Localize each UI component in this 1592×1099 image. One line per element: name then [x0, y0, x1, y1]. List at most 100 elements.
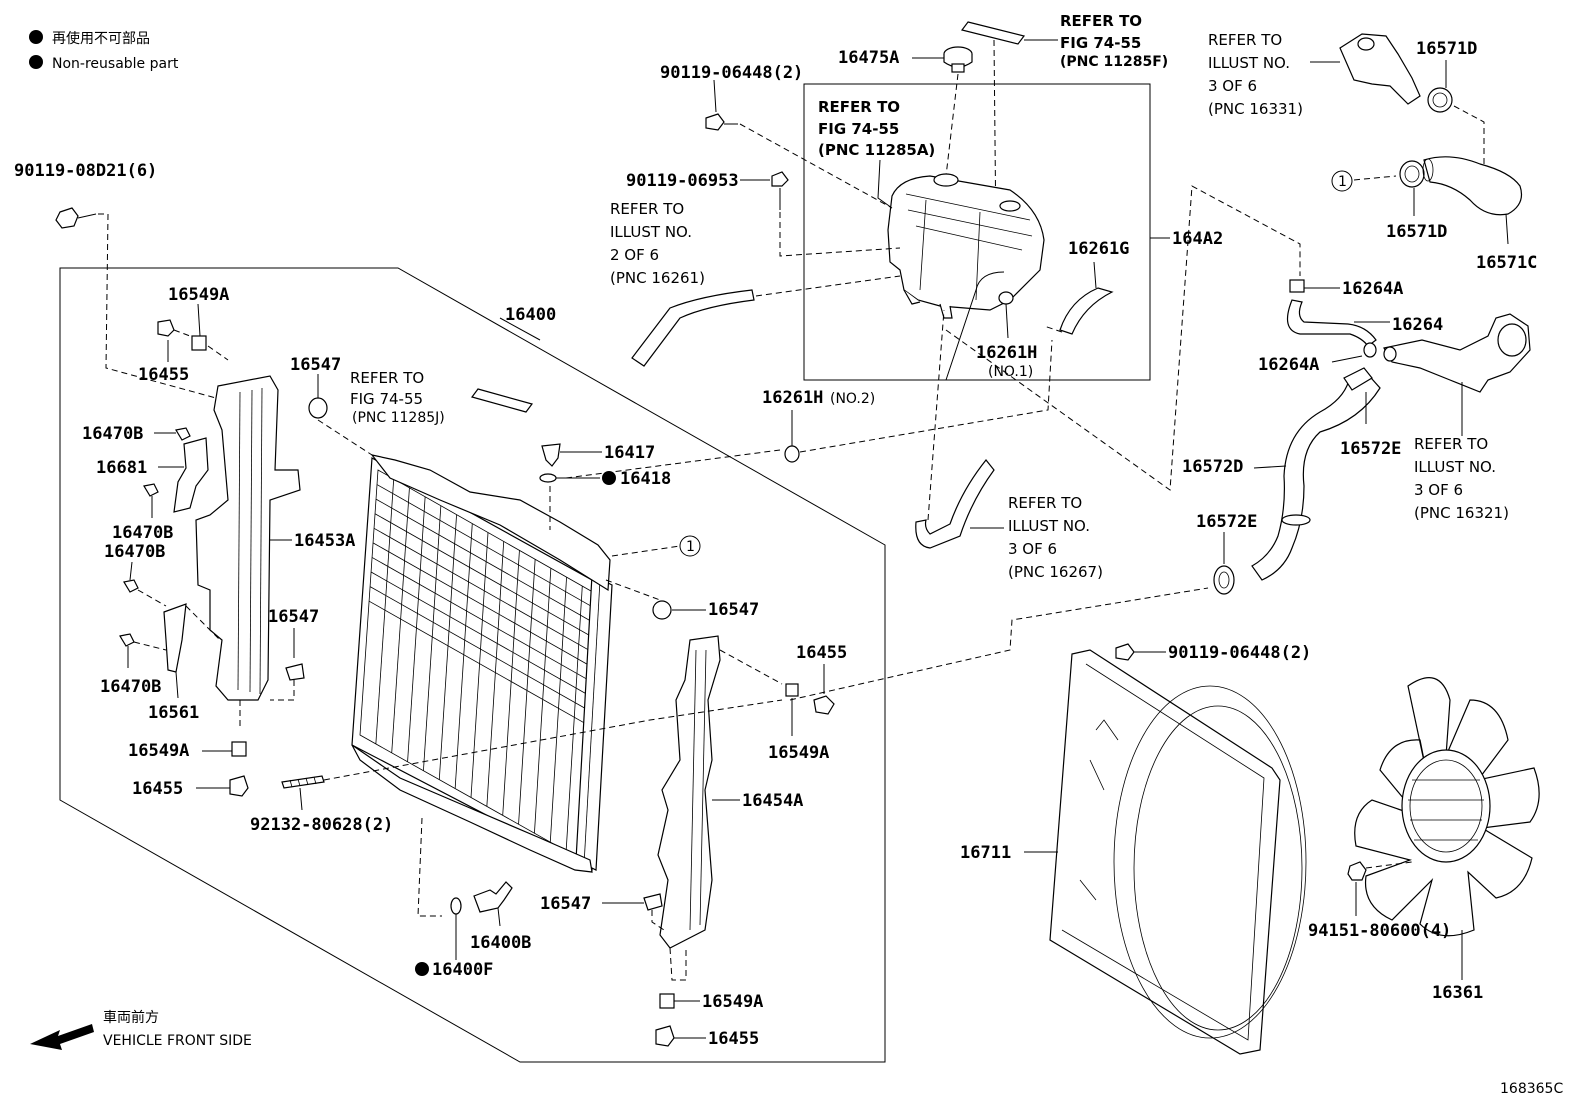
reservoir-hose-16267 [915, 459, 995, 549]
label-16400B: 16400B [470, 933, 531, 953]
label-16572E-b: 16572E [1196, 512, 1257, 532]
svg-text:REFER TO: REFER TO [610, 200, 684, 218]
nut-94151-80600 [1347, 861, 1367, 881]
hose-clamp-16572E [1281, 514, 1311, 526]
radiator-core [351, 454, 613, 873]
svg-text:(PNC 11285J): (PNC 11285J) [352, 410, 445, 426]
label-164A2: 164A2 [1172, 229, 1223, 249]
gasket-16418 [539, 473, 557, 483]
bolt-16455 [229, 775, 249, 797]
ref-sticker-icon [470, 388, 534, 413]
reservoir-cap-16475A [943, 46, 973, 73]
cushion-16547 [285, 663, 305, 681]
seal-16681 [173, 437, 209, 513]
label-16453A: 16453A [294, 531, 355, 551]
hose-clip-16264A [1289, 279, 1305, 293]
svg-text:ILLUST NO.: ILLUST NO. [1208, 54, 1290, 72]
grommet-16549A [231, 741, 247, 757]
non-reusable-dot-icon [29, 30, 43, 44]
hose-clamp-16571D [1427, 87, 1453, 113]
ref-fig-11285A: REFER TO FIG 74-55 (PNC 11285A) [818, 98, 935, 159]
label-16681: 16681 [96, 458, 147, 478]
ref-illust-16321: REFER TO ILLUST NO. 3 OF 6 (PNC 16321) [1414, 435, 1509, 522]
bolt-16455 [157, 319, 175, 337]
label-16547-a: 16547 [290, 355, 341, 375]
label-16417: 16417 [604, 443, 655, 463]
label-16571D-a: 16571D [1416, 39, 1477, 59]
svg-text:3 OF 6: 3 OF 6 [1208, 77, 1257, 95]
circle-ref-1 [679, 535, 701, 557]
svg-text:REFER TO: REFER TO [1414, 435, 1488, 453]
reservoir-assembly-box [803, 83, 1151, 381]
ref-sticker-icon [960, 21, 1026, 45]
svg-text:(PNC 11285A): (PNC 11285A) [818, 141, 935, 159]
cushion-16547 [308, 397, 328, 419]
label-16400: 16400 [505, 305, 556, 325]
hose-16264 [1286, 299, 1377, 347]
front-en: VEHICLE FRONT SIDE [103, 1033, 252, 1049]
clip-16470B [143, 483, 159, 497]
svg-text:(PNC 16267): (PNC 16267) [1008, 563, 1103, 581]
reservoir-tank [887, 173, 1045, 319]
label-16455-d: 16455 [708, 1029, 759, 1049]
svg-text:2 OF 6: 2 OF 6 [610, 246, 659, 264]
svg-text:REFER TO: REFER TO [350, 369, 424, 387]
radiator-hose-16571C [1422, 156, 1523, 216]
svg-text:(PNC 16321): (PNC 16321) [1414, 504, 1509, 522]
reservoir-hose-16261 [631, 289, 755, 367]
legend-en: Non-reusable part [52, 56, 179, 72]
label-16571D-b: 16571D [1386, 222, 1447, 242]
label-16549A-c: 16549A [768, 743, 829, 763]
non-reusable-dot-icon [602, 471, 616, 485]
circle-ref-1b-label: 1 [1338, 174, 1347, 190]
label-16261H-a: 16261H [976, 343, 1037, 363]
label-16455-b: 16455 [132, 779, 183, 799]
label-16264A-a: 16264A [1342, 279, 1403, 299]
label-90119-06448-a: 90119-06448(2) [660, 63, 803, 83]
label-16418: 16418 [620, 469, 671, 489]
hose-clip-16264A [1363, 342, 1377, 358]
ref-fig-11285J: REFER TO FIG 74-55 (PNC 11285J) [350, 369, 445, 426]
svg-text:REFER TO: REFER TO [1208, 31, 1282, 49]
label-90119-06448-b: 90119-06448(2) [1168, 643, 1311, 663]
hose-clamp-16571D [1399, 160, 1425, 188]
label-16361: 16361 [1432, 983, 1483, 1003]
vehicle-front-indicator: 車両前方 VEHICLE FRONT SIDE [30, 1009, 252, 1050]
grommet-16549A [659, 993, 675, 1009]
svg-text:3 OF 6: 3 OF 6 [1414, 481, 1463, 499]
label-16400F: 16400F [432, 960, 493, 980]
ref-illust-16261: REFER TO ILLUST NO. 2 OF 6 (PNC 16261) [610, 200, 705, 287]
clip-16470B [123, 579, 139, 593]
label-90119-08D21: 90119-08D21(6) [14, 161, 157, 181]
drain-cock-16400B [473, 881, 513, 913]
fan-shroud-16711 [1049, 649, 1307, 1055]
svg-text:REFER TO: REFER TO [1060, 12, 1142, 30]
svg-text:ILLUST NO.: ILLUST NO. [610, 223, 692, 241]
svg-text:ILLUST NO.: ILLUST NO. [1414, 458, 1496, 476]
ref-illust-16331: REFER TO ILLUST NO. 3 OF 6 (PNC 16331) [1208, 31, 1303, 118]
bolt-16455 [655, 1025, 675, 1047]
svg-text:REFER TO: REFER TO [1008, 494, 1082, 512]
front-arrow-icon [30, 1024, 94, 1050]
label-16547-c: 16547 [708, 600, 759, 620]
drain-plug-16417 [541, 443, 561, 467]
label-16470B-c: 16470B [104, 542, 165, 562]
label-16261H-a-sub: (NO.1) [988, 364, 1033, 380]
front-jp: 車両前方 [103, 1009, 159, 1026]
label-16455-c: 16455 [796, 643, 847, 663]
clip-16470B [175, 427, 191, 441]
bolt-90119-06448 [705, 113, 738, 131]
hose-clip-16261H-no2 [784, 445, 800, 463]
label-16571C: 16571C [1476, 253, 1537, 273]
ref-fig-11285F: REFER TO FIG 74-55 (PNC 11285F) [1060, 12, 1168, 70]
label-16470B-d: 16470B [100, 677, 161, 697]
svg-text:(PNC 11285F): (PNC 11285F) [1060, 54, 1168, 70]
label-16264A-b: 16264A [1258, 355, 1319, 375]
label-16547-d: 16547 [540, 894, 591, 914]
seal-16561 [163, 603, 187, 673]
svg-text:FIG 74-55: FIG 74-55 [1060, 34, 1141, 52]
label-16547-b: 16547 [268, 607, 319, 627]
label-16572E-a: 16572E [1340, 439, 1401, 459]
reservoir-hose-16261G [1059, 287, 1114, 335]
